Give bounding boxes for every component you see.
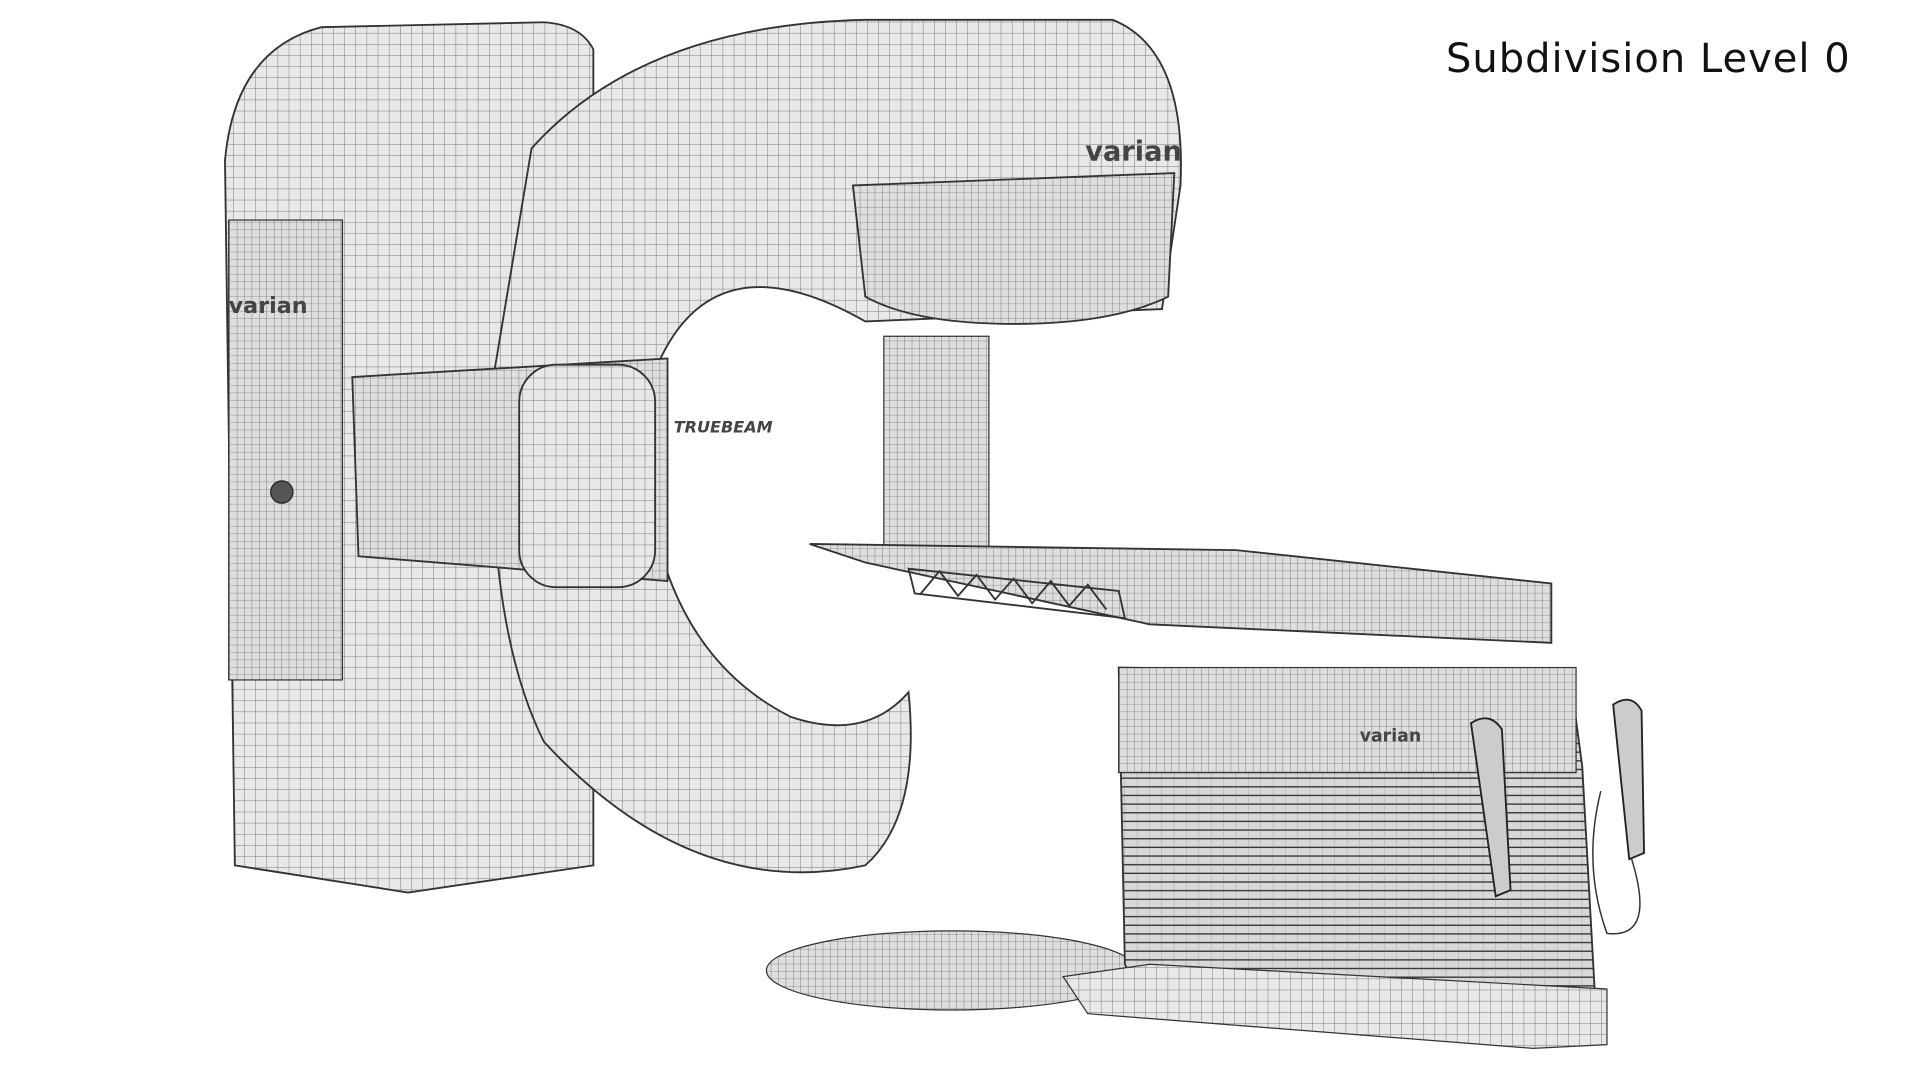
hand-pendant-left — [1469, 717, 1512, 898]
stand-button — [270, 480, 294, 504]
couch-upper-box — [1118, 666, 1577, 774]
stand-logo: varian — [229, 293, 308, 319]
imager-block — [518, 363, 657, 589]
subdivision-level-caption: Subdivision Level 0 — [1446, 36, 1851, 82]
pendant-cable — [1592, 791, 1641, 935]
couch-footplate — [1062, 963, 1608, 1049]
hand-pendant-right — [1612, 698, 1645, 861]
gantry-head — [851, 172, 1176, 325]
gantry-logo: varian — [1085, 137, 1181, 168]
couch-truss — [907, 567, 1127, 620]
truebeam-logo: TRUEBEAM — [674, 418, 773, 437]
kv-panel — [883, 335, 990, 554]
stand-panel — [228, 219, 344, 681]
couch-logo: varian — [1360, 727, 1421, 747]
couch-top — [809, 543, 1553, 644]
